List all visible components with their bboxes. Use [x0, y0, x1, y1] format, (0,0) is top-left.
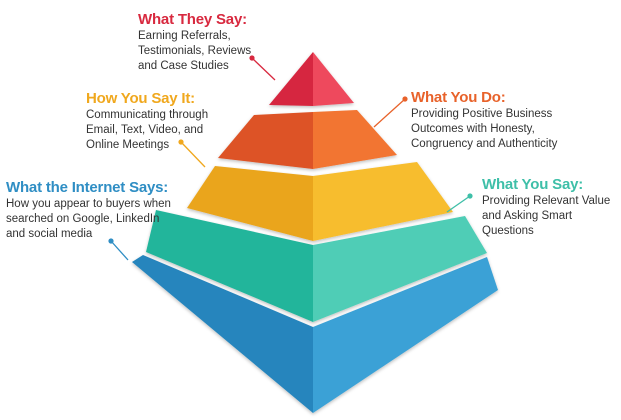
label-what-they-say: What They Say: Earning Referrals, Testim… [138, 11, 251, 74]
label-what-you-say: What You Say: Providing Relevant Value a… [482, 176, 621, 239]
pyramid-tier-yellow [187, 162, 453, 241]
leader-dot-how-you-say-it [178, 139, 184, 145]
label-title-how-you-say-it: How You Say It: [86, 90, 195, 107]
tier-yellow-left-face [187, 166, 313, 241]
leader-line-what-the-internet-says [110, 240, 129, 261]
leader-dot-what-you-say [467, 193, 473, 199]
tier-red-left-face [269, 52, 313, 106]
pyramid-tier-orange [218, 110, 397, 169]
label-desc-what-they-say: Earning Referrals, Testimonials, Reviews… [138, 30, 252, 72]
label-desc-what-you-say: Providing Relevant Value and Asking Smar… [482, 195, 611, 237]
tier-blue-right-face [313, 257, 498, 413]
tier-red-right-face [313, 52, 354, 106]
tier-blue-left-face [132, 255, 313, 413]
leader-line-what-they-say [251, 57, 276, 81]
label-title-what-you-do: What You Do: [411, 89, 506, 106]
leader-line-how-you-say-it [180, 141, 206, 168]
pyramid-tier-blue [132, 255, 498, 413]
leader-dot-what-they-say [249, 55, 255, 61]
label-title-what-the-internet-says: What the Internet Says: [6, 179, 169, 196]
label-desc-what-the-internet-says: How you appear to buyers when searched o… [6, 198, 171, 240]
tier-orange-left-face [218, 112, 313, 169]
tier-yellow-right-face [313, 162, 453, 241]
tier-orange-right-face [313, 110, 397, 169]
leader-line-what-you-say [446, 195, 471, 213]
leader-dot-what-you-do [402, 96, 408, 102]
label-title-what-they-say: What They Say: [138, 11, 247, 28]
label-desc-what-you-do: Providing Positive Business Outcomes wit… [411, 108, 558, 150]
tier-teal-right-face [313, 216, 487, 322]
label-desc-how-you-say-it: Communicating through Email, Text, Video… [86, 109, 209, 151]
leader-dot-what-the-internet-says [108, 238, 114, 244]
label-how-you-say-it: How You Say It: Communicating through Em… [86, 90, 208, 153]
pyramid-tier-teal [146, 210, 487, 322]
label-what-you-do: What You Do: Providing Positive Business… [411, 89, 557, 152]
tier-teal-left-face [146, 210, 313, 322]
leader-line-what-you-do [373, 98, 406, 128]
pyramid-tier-red [269, 52, 354, 106]
label-title-what-you-say: What You Say: [482, 176, 584, 193]
label-what-the-internet-says: What the Internet Says: How you appear t… [6, 179, 171, 242]
